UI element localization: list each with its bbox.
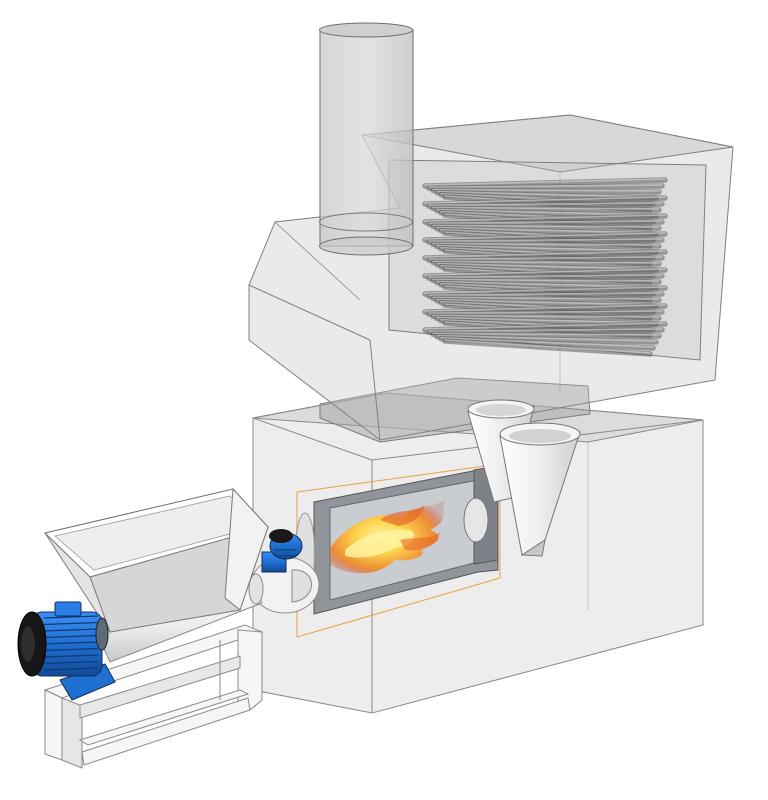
heat-exchanger-tube xyxy=(426,237,665,245)
heat-exchanger-tube-highlight xyxy=(424,322,666,330)
heat-exchanger-tube-highlight xyxy=(428,238,663,242)
motor-fin xyxy=(43,647,99,652)
heat-exchanger-tube xyxy=(426,327,665,335)
heat-exchanger-tube-highlight xyxy=(436,334,657,342)
motor-fin xyxy=(43,660,99,665)
heat-exchanger-tube-highlight xyxy=(428,184,663,188)
heat-exchanger-tube-highlight xyxy=(436,244,657,252)
heat-exchanger-tube xyxy=(426,309,665,317)
heat-exchanger-tube xyxy=(422,231,668,243)
feed-hopper xyxy=(43,487,269,633)
burner-flame-icon xyxy=(330,500,445,574)
heat-exchanger-tube-highlight xyxy=(436,280,657,288)
heat-exchanger-tube-highlight xyxy=(432,278,660,282)
heat-exchanger-tube-highlight xyxy=(424,268,666,276)
heat-exchanger-tube xyxy=(426,201,665,209)
heat-exchanger-tube-highlight xyxy=(432,206,660,210)
heat-exchanger-tube xyxy=(422,321,668,333)
drive-motor xyxy=(17,601,116,701)
cyclone-front xyxy=(499,422,581,557)
chimney-stack xyxy=(319,22,414,256)
heat-exchanger-tube xyxy=(430,259,662,267)
heat-exchanger-tube-highlight xyxy=(436,316,657,324)
heat-exchanger-tube xyxy=(422,285,668,297)
heat-exchanger-tube-highlight xyxy=(436,190,657,198)
heat-exchanger-tube xyxy=(426,291,665,299)
heat-exchanger-tube xyxy=(422,195,668,207)
heat-exchanger-tube-highlight xyxy=(424,178,666,186)
heat-exchanger-tube-highlight xyxy=(432,296,660,300)
heat-exchanger-tube xyxy=(430,277,662,285)
heat-exchanger-tube xyxy=(422,213,668,225)
heat-exchanger-tube xyxy=(422,267,668,279)
heat-exchanger-tube xyxy=(422,303,668,315)
heat-exchanger-tube-highlight xyxy=(432,314,660,318)
heat-exchanger-tube xyxy=(430,313,662,321)
heat-exchanger-tube-highlight xyxy=(432,260,660,264)
heat-exchanger-tube-highlight xyxy=(428,292,663,297)
burner-guide-lines xyxy=(296,463,501,638)
heat-exchanger-tube-highlight xyxy=(444,339,651,354)
heat-exchanger-tube-highlight xyxy=(424,250,666,258)
transition-duct xyxy=(319,377,591,443)
heat-exchanger-tube xyxy=(426,255,665,263)
heat-exchanger-tube-highlight xyxy=(428,328,663,333)
heat-exchanger-tube-highlight xyxy=(428,202,663,206)
heat-exchanger-tube-highlight xyxy=(440,336,654,348)
motor-fin xyxy=(43,621,99,626)
heat-exchanger-tube xyxy=(430,205,662,213)
motor-fin xyxy=(43,654,99,658)
heat-exchanger-tube-highlight xyxy=(436,226,657,234)
heat-exchanger-tube xyxy=(442,338,653,357)
heat-exchanger-tube xyxy=(422,249,668,261)
heat-exchanger-tube xyxy=(426,273,665,281)
motor-fin xyxy=(43,628,99,632)
heat-exchanger-tube xyxy=(430,331,662,339)
motor-fin xyxy=(43,641,99,645)
heat-exchanger-tube-highlight xyxy=(424,214,666,222)
heat-exchanger-tube-highlight xyxy=(432,242,660,246)
heat-exchanger-tube-highlight xyxy=(432,224,660,228)
heat-exchanger-tube xyxy=(430,295,662,303)
heat-exchanger-tube xyxy=(430,187,662,195)
heat-exchanger-tube-highlight xyxy=(436,298,657,306)
heat-exchanger-tube xyxy=(422,177,668,189)
motor-fin xyxy=(43,634,99,639)
heat-exchanger-tube-highlight xyxy=(424,304,666,312)
heat-exchanger-tube-highlight xyxy=(432,332,660,336)
heat-exchanger-tube-highlight xyxy=(428,310,663,315)
heat-exchanger-tube-bundle xyxy=(422,177,668,357)
heat-exchanger-tube-highlight xyxy=(432,188,660,192)
heat-exchanger-tube-highlight xyxy=(424,286,666,294)
support-frame xyxy=(43,624,264,769)
heat-exchanger-tube-highlight xyxy=(428,274,663,279)
heat-exchanger-tube xyxy=(430,223,662,231)
heat-exchanger-tube xyxy=(426,183,665,191)
heat-exchanger-tube-highlight xyxy=(428,220,663,224)
blower-fan xyxy=(250,529,320,614)
heat-exchanger-tube xyxy=(426,219,665,227)
cyclone-separators xyxy=(467,399,581,557)
heat-exchanger-tube-highlight xyxy=(436,208,657,216)
motor-fin xyxy=(43,615,99,619)
heat-exchanger-tube-highlight xyxy=(424,232,666,240)
heat-exchanger-tube-highlight xyxy=(428,256,663,261)
motor-cooling-fins xyxy=(43,615,99,671)
heat-exchanger-tube-highlight xyxy=(436,262,657,270)
heat-exchanger-tube xyxy=(430,241,662,249)
heat-exchanger-tube-highlight xyxy=(424,196,666,204)
motor-fin xyxy=(43,667,99,671)
